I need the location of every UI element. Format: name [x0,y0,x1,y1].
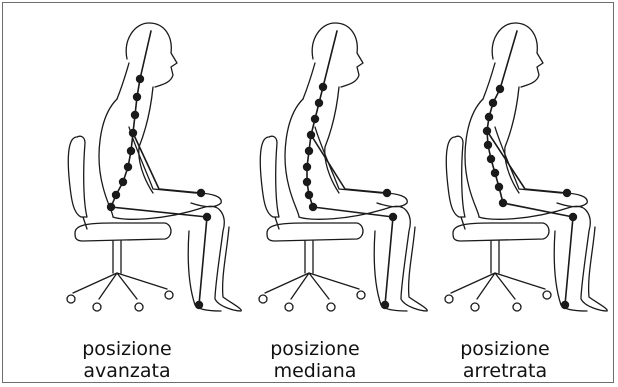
caption-backward: posizione arretrata [415,338,595,382]
chair-column [305,241,313,273]
joint-dot [381,301,389,309]
head [492,23,543,87]
vertebra-dot [496,85,504,93]
leg-line [313,207,393,305]
vertebra-dot [319,83,327,91]
vertebra-dot [309,203,317,211]
skeleton [303,31,397,309]
joint-dot [569,213,577,221]
vertebra-dot [112,191,120,199]
arm-line [133,133,201,193]
chair [445,136,551,311]
chair-column [113,241,121,273]
vertebra-dot [124,163,132,171]
vertebra-dot [136,75,144,83]
vertebra-dot [491,169,499,177]
vertebra-dot [495,183,503,191]
chair-backrest [446,136,465,217]
vertebra-dot [127,147,135,155]
chair-wheel [357,291,365,299]
vertebra-dot [303,178,311,186]
chair-backrest [68,136,87,217]
vertebra-dot [487,155,495,163]
chair-seat [453,223,549,241]
chair-wheel [93,303,101,311]
back [285,99,303,217]
back-of-neck [483,63,495,99]
chair-wheel [135,303,143,311]
chair-wheel [67,295,75,303]
sitting-figure-middle [209,17,409,317]
joint-dot [563,189,571,197]
vertebra-dot [305,191,313,199]
figure-frame: posizione avanzata posizione mediana pos… [2,2,614,383]
chair-wheel [471,303,479,311]
chair-wheel [285,303,293,311]
chair [67,136,173,311]
caption-line1: posizione [37,338,217,360]
vertebra-dot [303,163,311,171]
vertebra-dot [107,203,115,211]
arm-line [311,135,387,193]
chair-back-support [275,217,279,229]
chair-seat [267,223,363,241]
leg-line [111,207,207,305]
chair-column [491,241,499,273]
vertebra-dot [315,99,323,107]
chair-wheel [513,303,521,311]
chair [259,136,365,311]
chair-base [265,273,359,299]
caption-line2: avanzata [37,360,217,382]
joint-dot [561,301,569,309]
caption-middle: posizione mediana [225,338,405,382]
vertebra-dot [305,147,313,155]
skeleton [107,31,211,309]
chair-wheel [259,295,267,303]
sitting-figure-backward [395,17,595,317]
chair-seat [75,223,171,241]
body-outline [465,23,607,311]
vertebra-dot [485,113,493,121]
chair-back-support [461,217,465,229]
sitting-figure-forward [17,17,217,317]
caption-line1: posizione [225,338,405,360]
vertebra-dot [489,99,497,107]
skeleton [483,31,577,309]
vertebra-dot [133,93,141,101]
caption-forward: posizione avanzata [37,338,217,382]
arm [495,127,587,207]
back-of-neck [303,63,315,99]
vertebra-dot [311,115,319,123]
joint-dot [195,301,203,309]
chair-wheel [327,303,335,311]
vertebra-dot [129,129,137,137]
vertebra-dot [131,111,139,119]
chair-wheel [543,291,551,299]
chest [139,87,153,193]
back-of-neck [117,63,129,99]
chair-base [451,273,545,299]
back [465,99,483,217]
head [126,23,177,87]
vertebra-dot [483,127,491,135]
chair-back-support [83,217,87,229]
chair-base [73,273,167,299]
vertebra-dot [119,178,127,186]
caption-line2: mediana [225,360,405,382]
chair-backrest [260,136,279,217]
vertebra-dot [499,199,507,207]
arm [129,127,221,207]
joint-dot [383,189,391,197]
chair-wheel [445,295,453,303]
head [312,23,363,87]
vertebra-dot [484,141,492,149]
vertebra-dot [307,131,315,139]
caption-line1: posizione [415,338,595,360]
arm [315,127,407,207]
spine-line [111,31,151,207]
chair-wheel [165,291,173,299]
joint-dot [197,189,205,197]
caption-line2: arretrata [415,360,595,382]
